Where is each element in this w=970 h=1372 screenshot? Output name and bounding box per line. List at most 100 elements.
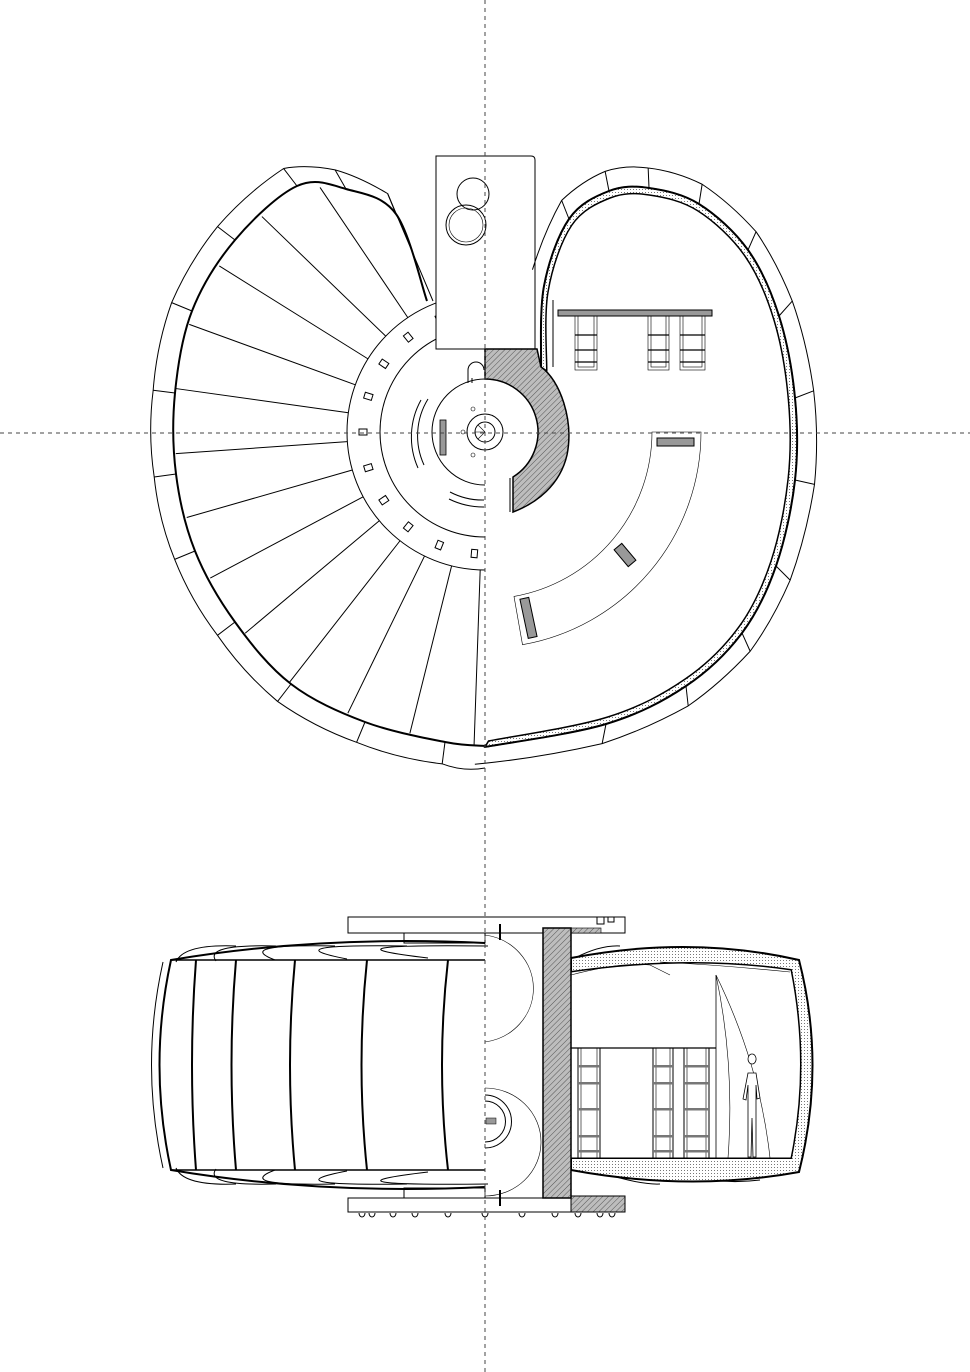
top-plate-notch [596, 917, 615, 925]
shelf-board [653, 1065, 673, 1068]
core-bolt [470, 406, 476, 412]
stair-tread-line [473, 569, 481, 745]
stair-tread-line [189, 323, 356, 386]
facade-tile-joint [171, 302, 193, 312]
facade-tile-joint [277, 683, 292, 702]
shell-segment-line [289, 959, 296, 1171]
body-left-outline [158, 940, 486, 1190]
floor-segment-arc [318, 1170, 408, 1185]
facade-tile-joint [356, 721, 366, 743]
facade-tile-joint [775, 565, 791, 581]
caster-wheel [574, 1212, 582, 1218]
stair-tread-line [347, 555, 425, 714]
core-bolt [460, 429, 466, 435]
bench-cushion [613, 542, 637, 568]
caster-wheel [389, 1212, 397, 1218]
core-curved-bench [410, 398, 429, 469]
core-bolt [470, 452, 476, 458]
facade-tile-joint [561, 200, 570, 220]
ladder-shelf-inner [682, 315, 703, 368]
facade-tile-joint [604, 171, 610, 192]
ring-fixture-mark [434, 539, 445, 551]
top-plate-hatched-flange [570, 927, 602, 934]
stair-tread-line [175, 441, 348, 455]
shelf-unit-inner [580, 1047, 598, 1159]
stair-tread-line [244, 520, 380, 634]
bottom-plate-hatched-flange [570, 1195, 626, 1213]
core-wall-hatched [484, 348, 570, 514]
tower-circle-bottom [445, 204, 487, 246]
caster-wheels [358, 1212, 616, 1218]
facade-tile-joint [794, 390, 814, 399]
stair-tread-line [186, 469, 353, 519]
shelf-bar [557, 309, 713, 317]
ring-fixture-mark [358, 428, 368, 436]
body-left-edge-inner [151, 961, 164, 1169]
roof-segment-arc [262, 945, 336, 961]
ring-fixture-mark [378, 494, 390, 506]
ring-fixture-mark [402, 331, 414, 343]
core-curved-bench-lower [448, 491, 485, 508]
shell-segment-line [230, 959, 237, 1171]
stair-tread-line [409, 565, 453, 734]
bench-cushion [656, 437, 695, 447]
stair-tread-line [219, 265, 369, 360]
shelf-board [653, 1150, 673, 1153]
ring-fixture-mark [402, 521, 414, 533]
roof-segment-arc [213, 945, 277, 962]
stair-inner-boundary [172, 180, 486, 747]
shelf-board [578, 1082, 600, 1085]
shelf-board [684, 1108, 709, 1111]
caster-wheel [368, 1212, 376, 1218]
core-seat-gray [439, 419, 447, 456]
ring-fixture-mark [470, 548, 479, 559]
floor-segment-arc [380, 1171, 489, 1185]
ceiling-curves [570, 961, 791, 1159]
facade-tile-joint [334, 169, 347, 190]
stair-tread-line [319, 187, 409, 318]
caster-wheel [596, 1212, 604, 1218]
roof-segment-arc [380, 945, 489, 959]
caster-wheel [551, 1212, 559, 1218]
caster-wheel [518, 1212, 526, 1218]
shelf-board [578, 1108, 600, 1111]
facade-tile-joint [685, 685, 689, 706]
shelf-board [653, 1082, 673, 1085]
facade-tile-joint [441, 741, 446, 764]
facade-tile-joint [647, 167, 650, 189]
tower-circle-bottom-inner [448, 207, 484, 243]
shelf-board [578, 1150, 600, 1153]
shelf-unit-inner [686, 1047, 707, 1159]
facade-tile-joint [154, 473, 177, 478]
roof-segment-arc [175, 945, 237, 963]
facade-tile-joint [283, 168, 298, 187]
facade-tile-joint [153, 389, 176, 394]
facade-tile-outline [150, 166, 486, 770]
shelf-board [684, 1150, 709, 1153]
facade-tile-joint [747, 231, 757, 251]
shelf-board [653, 1108, 673, 1111]
caster-wheel [444, 1212, 452, 1218]
outer-ring [346, 293, 486, 571]
shelf-unit-inner [655, 1047, 671, 1159]
hatch-disc [484, 1094, 512, 1149]
shell-outer-wall [484, 185, 799, 748]
elevation-section [151, 916, 814, 1218]
facade-tile-joint [217, 621, 236, 636]
floor-plan [150, 155, 818, 770]
shelf-board [578, 1135, 600, 1138]
facade-tile-joint [698, 184, 703, 205]
ring-fixture-mark [363, 391, 374, 401]
shell-segment-line [191, 959, 197, 1171]
lower-dome-arc [484, 1087, 542, 1197]
floor-segment-arc [175, 1167, 237, 1185]
core-circle [431, 378, 486, 486]
caster-wheel [608, 1212, 616, 1218]
floor-segment-arc [262, 1169, 336, 1185]
ladder-shelf-inner [577, 315, 595, 368]
shelf-board [684, 1135, 709, 1138]
facade-tile-joint [601, 723, 607, 744]
facade-tile-outline-right [474, 166, 818, 765]
tower-circle-top [456, 177, 490, 211]
